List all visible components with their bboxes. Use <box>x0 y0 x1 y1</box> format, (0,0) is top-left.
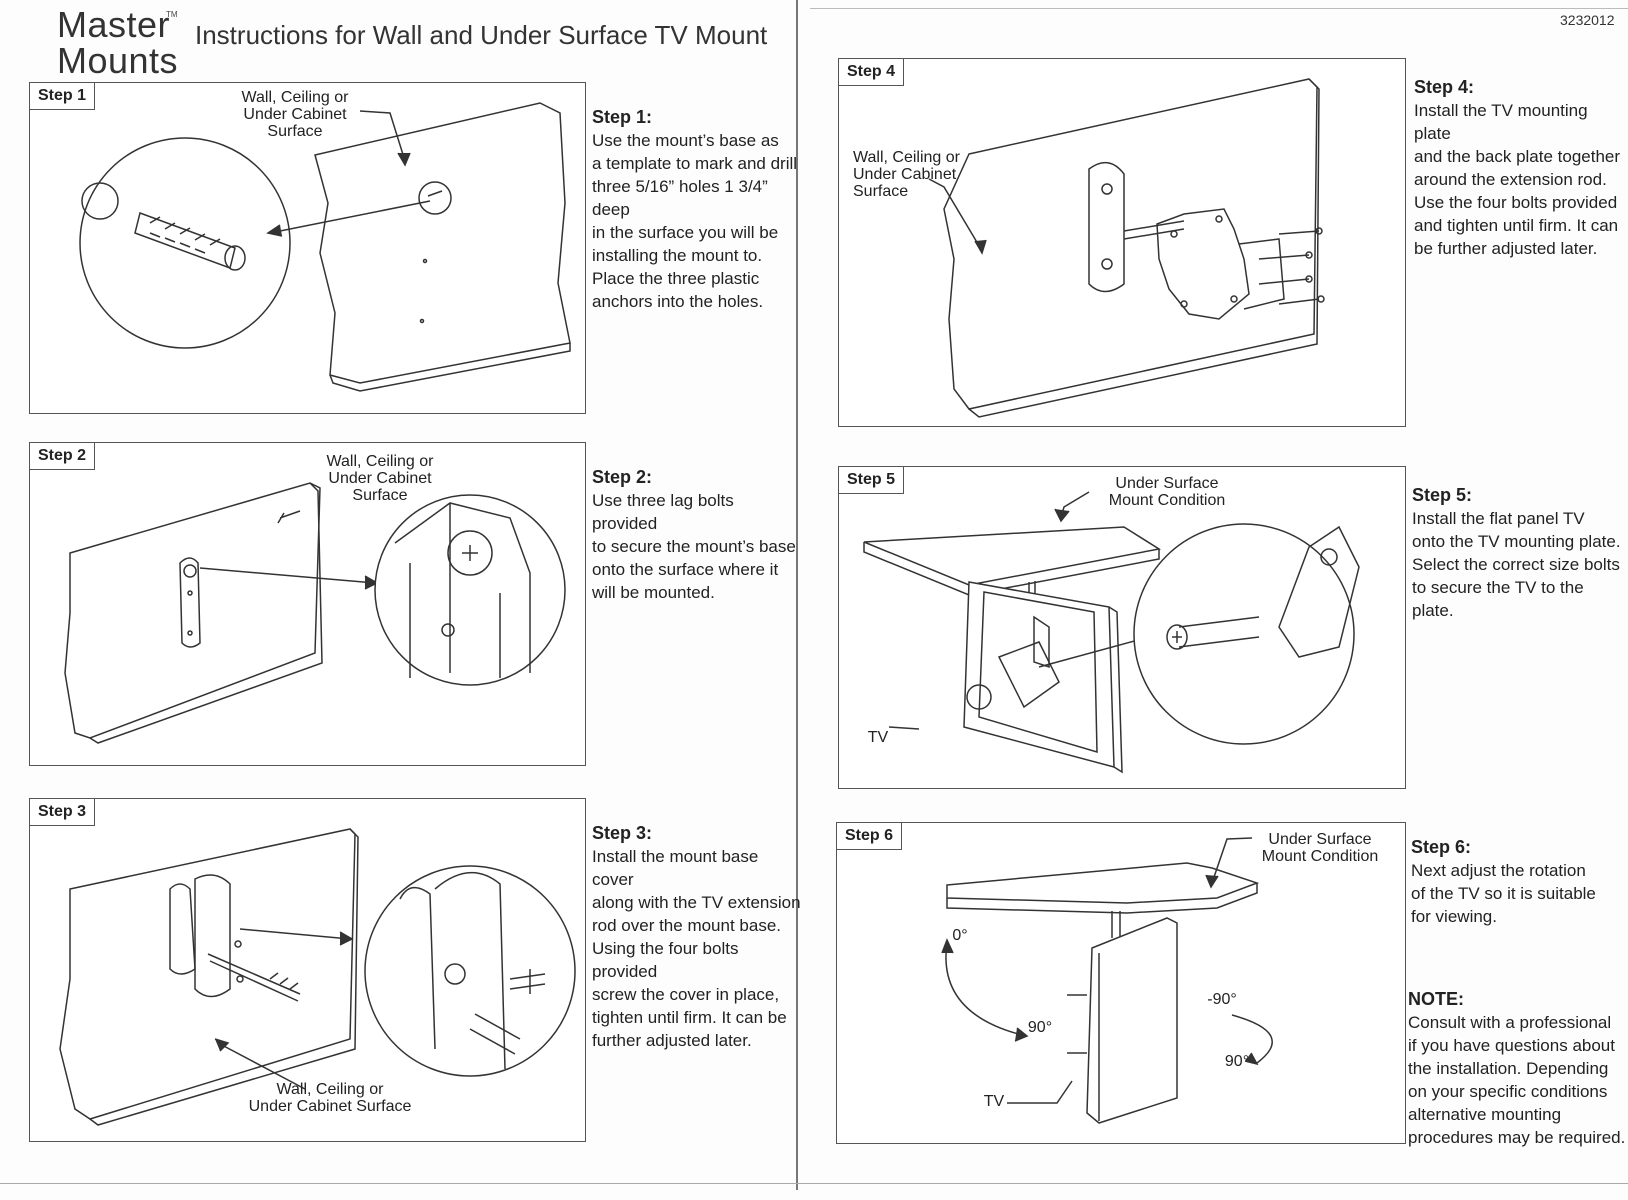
step3-heading: Step 3: <box>592 823 653 843</box>
note-body: Consult with a professional if you have … <box>1408 1013 1626 1147</box>
step3-panel: Step 3 Wall, Ceiling or Under Cabinet Su… <box>29 798 586 1142</box>
step1-heading: Step 1: <box>592 107 653 127</box>
step3-illustration <box>59 828 576 1126</box>
angle-90-left-label: 90° <box>1027 1019 1053 1036</box>
step1-panel: Step 1 Wall, Ceiling or Under Cabinet Su… <box>29 82 586 414</box>
note-block: NOTE: Consult with a professional if you… <box>1408 988 1626 1149</box>
step1-instructions: Step 1: Use the mount’s base as a templa… <box>592 106 802 313</box>
step2-surface-label: Wall, Ceiling or Under Cabinet Surface <box>326 453 434 504</box>
step6-tv-label: TV <box>983 1093 1005 1110</box>
angle-0-label: 0° <box>952 927 968 944</box>
step1-tag: Step 1 <box>30 83 96 110</box>
step5-body: Install the flat panel TV onto the TV mo… <box>1412 509 1621 620</box>
step1-body: Use the mount’s base as a template to ma… <box>592 131 798 311</box>
step6-tag: Step 6 <box>837 823 903 850</box>
step5-surface-label: Under Surface Mount Condition <box>1108 475 1226 509</box>
step4-body: Install the TV mounting plate and the ba… <box>1414 101 1621 258</box>
step3-tag: Step 3 <box>30 799 96 826</box>
step3-instructions: Step 3: Install the mount base cover alo… <box>592 822 802 1052</box>
top-rule <box>810 8 1628 9</box>
step5-tv-label: TV <box>867 729 889 746</box>
step6-illustration <box>941 837 1273 1124</box>
angle-neg90-label: -90° <box>1207 991 1237 1008</box>
step5-illustration <box>863 491 1360 774</box>
step3-body: Install the mount base cover along with … <box>592 847 801 1050</box>
step2-instructions: Step 2: Use three lag bolts provided to … <box>592 466 802 604</box>
trademark-mark: TM <box>166 10 178 19</box>
step4-tag: Step 4 <box>839 59 905 86</box>
step4-panel: Step 4 Wall, Ceiling or Under Cabinet Su… <box>838 58 1406 427</box>
step2-heading: Step 2: <box>592 467 653 487</box>
step5-panel: Step 5 Under Surface Mount Condition TV <box>838 466 1406 789</box>
document-number: 3232012 <box>1560 12 1615 28</box>
step5-instructions: Step 5: Install the flat panel TV onto t… <box>1412 484 1626 622</box>
step1-illustration <box>79 102 571 392</box>
note-heading: NOTE: <box>1408 989 1464 1009</box>
brand-logo-line2: Mounts <box>57 40 179 81</box>
step6-instructions: Step 6: Next adjust the rotation of the … <box>1411 836 1625 928</box>
step3-surface-label: Wall, Ceiling or Under Cabinet Surface <box>248 1081 412 1115</box>
step4-instructions: Step 4: Install the TV mounting plate an… <box>1414 76 1624 260</box>
page-title: Instructions for Wall and Under Surface … <box>195 20 768 50</box>
step6-body: Next adjust the rotation of the TV so it… <box>1411 861 1596 926</box>
step5-tag: Step 5 <box>839 467 905 494</box>
step2-illustration <box>64 482 566 744</box>
step6-surface-label: Under Surface Mount Condition <box>1261 831 1379 865</box>
step1-surface-label: Wall, Ceiling or Under Cabinet Surface <box>241 89 349 140</box>
step2-body: Use three lag bolts provided to secure t… <box>592 491 796 602</box>
step4-surface-label: Wall, Ceiling or Under Cabinet Surface <box>853 149 960 200</box>
step4-heading: Step 4: <box>1414 77 1475 97</box>
step2-tag: Step 2 <box>30 443 96 470</box>
step2-panel: Step 2 Wall, Ceiling or Under Cabinet Su… <box>29 442 586 766</box>
angle-90-right-label: 90° <box>1224 1053 1250 1070</box>
bottom-rule <box>0 1183 1628 1184</box>
step6-panel: Step 6 Under Surface Mount Condition TV … <box>836 822 1406 1144</box>
brand-logo-line1: Master <box>57 4 171 45</box>
step5-heading: Step 5: <box>1412 485 1473 505</box>
step4-illustration <box>928 78 1325 418</box>
page-fold-divider <box>796 0 798 1190</box>
step6-heading: Step 6: <box>1411 837 1472 857</box>
